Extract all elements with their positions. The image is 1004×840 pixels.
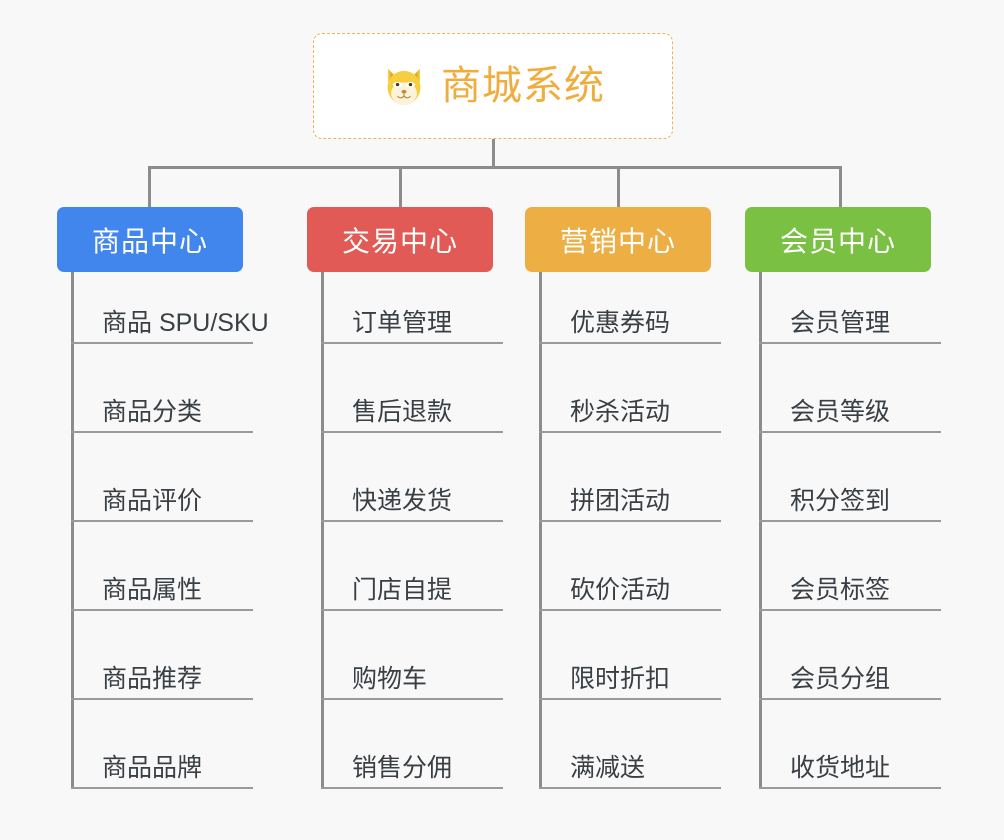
leaf-label: 销售分佣: [352, 753, 453, 782]
list-item[interactable]: 商品 SPU/SKU: [71, 272, 269, 344]
branch-header-label: 营销中心: [559, 225, 676, 257]
branch-spine: [71, 272, 74, 789]
connector-horizontal-bus: [148, 166, 842, 169]
branch-body: 会员管理 会员等级 积分签到 会员标签 会员分组 收货地址: [759, 272, 941, 789]
branch-spine: [539, 272, 542, 789]
branch-header-product-center[interactable]: 商品中心: [57, 207, 243, 272]
list-item[interactable]: 拼团活动: [539, 433, 721, 522]
connector-drop-3: [617, 166, 620, 208]
connector-drop-2: [399, 166, 402, 208]
connector-root-stem: [492, 139, 495, 168]
leaf-label: 商品评价: [102, 486, 203, 515]
list-item[interactable]: 积分签到: [759, 433, 941, 522]
leaf-label: 会员标签: [790, 575, 891, 604]
branch-header-trade-center[interactable]: 交易中心: [307, 207, 493, 272]
list-item[interactable]: 会员管理: [759, 272, 941, 344]
leaf-label: 收货地址: [790, 753, 891, 782]
list-item[interactable]: 限时折扣: [539, 611, 721, 700]
branch-product-center: 商品中心 商品 SPU/SKU 商品分类 商品评价 商品属性 商品推荐 商品品牌: [57, 207, 269, 789]
list-item[interactable]: 优惠券码: [539, 272, 721, 344]
leaf-label: 门店自提: [352, 575, 453, 604]
branch-body: 订单管理 售后退款 快递发货 门店自提 购物车 销售分佣: [321, 272, 503, 789]
leaf-label: 商品品牌: [102, 753, 203, 782]
leaf-label: 商品推荐: [102, 664, 203, 693]
leaf-label: 会员分组: [790, 664, 891, 693]
branch-member-center: 会员中心 会员管理 会员等级 积分签到 会员标签 会员分组 收货地址: [745, 207, 941, 789]
branch-header-marketing-center[interactable]: 营销中心: [525, 207, 711, 272]
shiba-dog-icon: [387, 68, 421, 106]
list-item[interactable]: 秒杀活动: [539, 344, 721, 433]
list-item[interactable]: 订单管理: [321, 272, 503, 344]
list-item[interactable]: 快递发货: [321, 433, 503, 522]
leaf-label: 会员管理: [790, 308, 891, 337]
list-item[interactable]: 会员等级: [759, 344, 941, 433]
leaf-label: 商品 SPU/SKU: [102, 308, 269, 337]
leaf-label: 商品分类: [102, 397, 203, 426]
branch-header-member-center[interactable]: 会员中心: [745, 207, 931, 272]
connector-drop-1: [148, 166, 151, 208]
list-item[interactable]: 销售分佣: [321, 700, 503, 789]
leaf-label: 拼团活动: [570, 486, 671, 515]
leaf-label: 会员等级: [790, 397, 891, 426]
leaf-label: 快递发货: [352, 486, 453, 515]
list-item[interactable]: 购物车: [321, 611, 503, 700]
root-node[interactable]: 商城系统: [313, 33, 673, 139]
branch-header-label: 商品中心: [91, 225, 208, 257]
leaf-label: 秒杀活动: [570, 397, 671, 426]
list-item[interactable]: 售后退款: [321, 344, 503, 433]
list-item[interactable]: 砍价活动: [539, 522, 721, 611]
list-item[interactable]: 收货地址: [759, 700, 941, 789]
root-title: 商城系统: [441, 64, 605, 108]
list-item[interactable]: 会员标签: [759, 522, 941, 611]
leaf-label: 砍价活动: [570, 575, 671, 604]
branch-marketing-center: 营销中心 优惠券码 秒杀活动 拼团活动 砍价活动 限时折扣 满减送: [525, 207, 721, 789]
list-item[interactable]: 会员分组: [759, 611, 941, 700]
list-item[interactable]: 门店自提: [321, 522, 503, 611]
leaf-label: 商品属性: [102, 575, 203, 604]
leaf-label: 售后退款: [352, 397, 453, 426]
list-item[interactable]: 商品品牌: [71, 700, 253, 789]
leaf-label: 满减送: [570, 753, 646, 782]
list-item[interactable]: 满减送: [539, 700, 721, 789]
branch-body: 优惠券码 秒杀活动 拼团活动 砍价活动 限时折扣 满减送: [539, 272, 721, 789]
branch-spine: [321, 272, 324, 789]
branch-trade-center: 交易中心 订单管理 售后退款 快递发货 门店自提 购物车 销售分佣: [307, 207, 503, 789]
branch-header-label: 会员中心: [779, 225, 896, 257]
list-item[interactable]: 商品评价: [71, 433, 253, 522]
branch-body: 商品 SPU/SKU 商品分类 商品评价 商品属性 商品推荐 商品品牌: [71, 272, 269, 789]
leaf-label: 限时折扣: [570, 664, 671, 693]
leaf-label: 购物车: [352, 664, 428, 693]
leaf-label: 积分签到: [790, 486, 891, 515]
connector-drop-4: [839, 166, 842, 208]
leaf-label: 优惠券码: [570, 308, 671, 337]
list-item[interactable]: 商品推荐: [71, 611, 253, 700]
list-item[interactable]: 商品属性: [71, 522, 253, 611]
leaf-label: 订单管理: [352, 308, 453, 337]
list-item[interactable]: 商品分类: [71, 344, 253, 433]
branch-header-label: 交易中心: [341, 225, 458, 257]
branch-spine: [759, 272, 762, 789]
